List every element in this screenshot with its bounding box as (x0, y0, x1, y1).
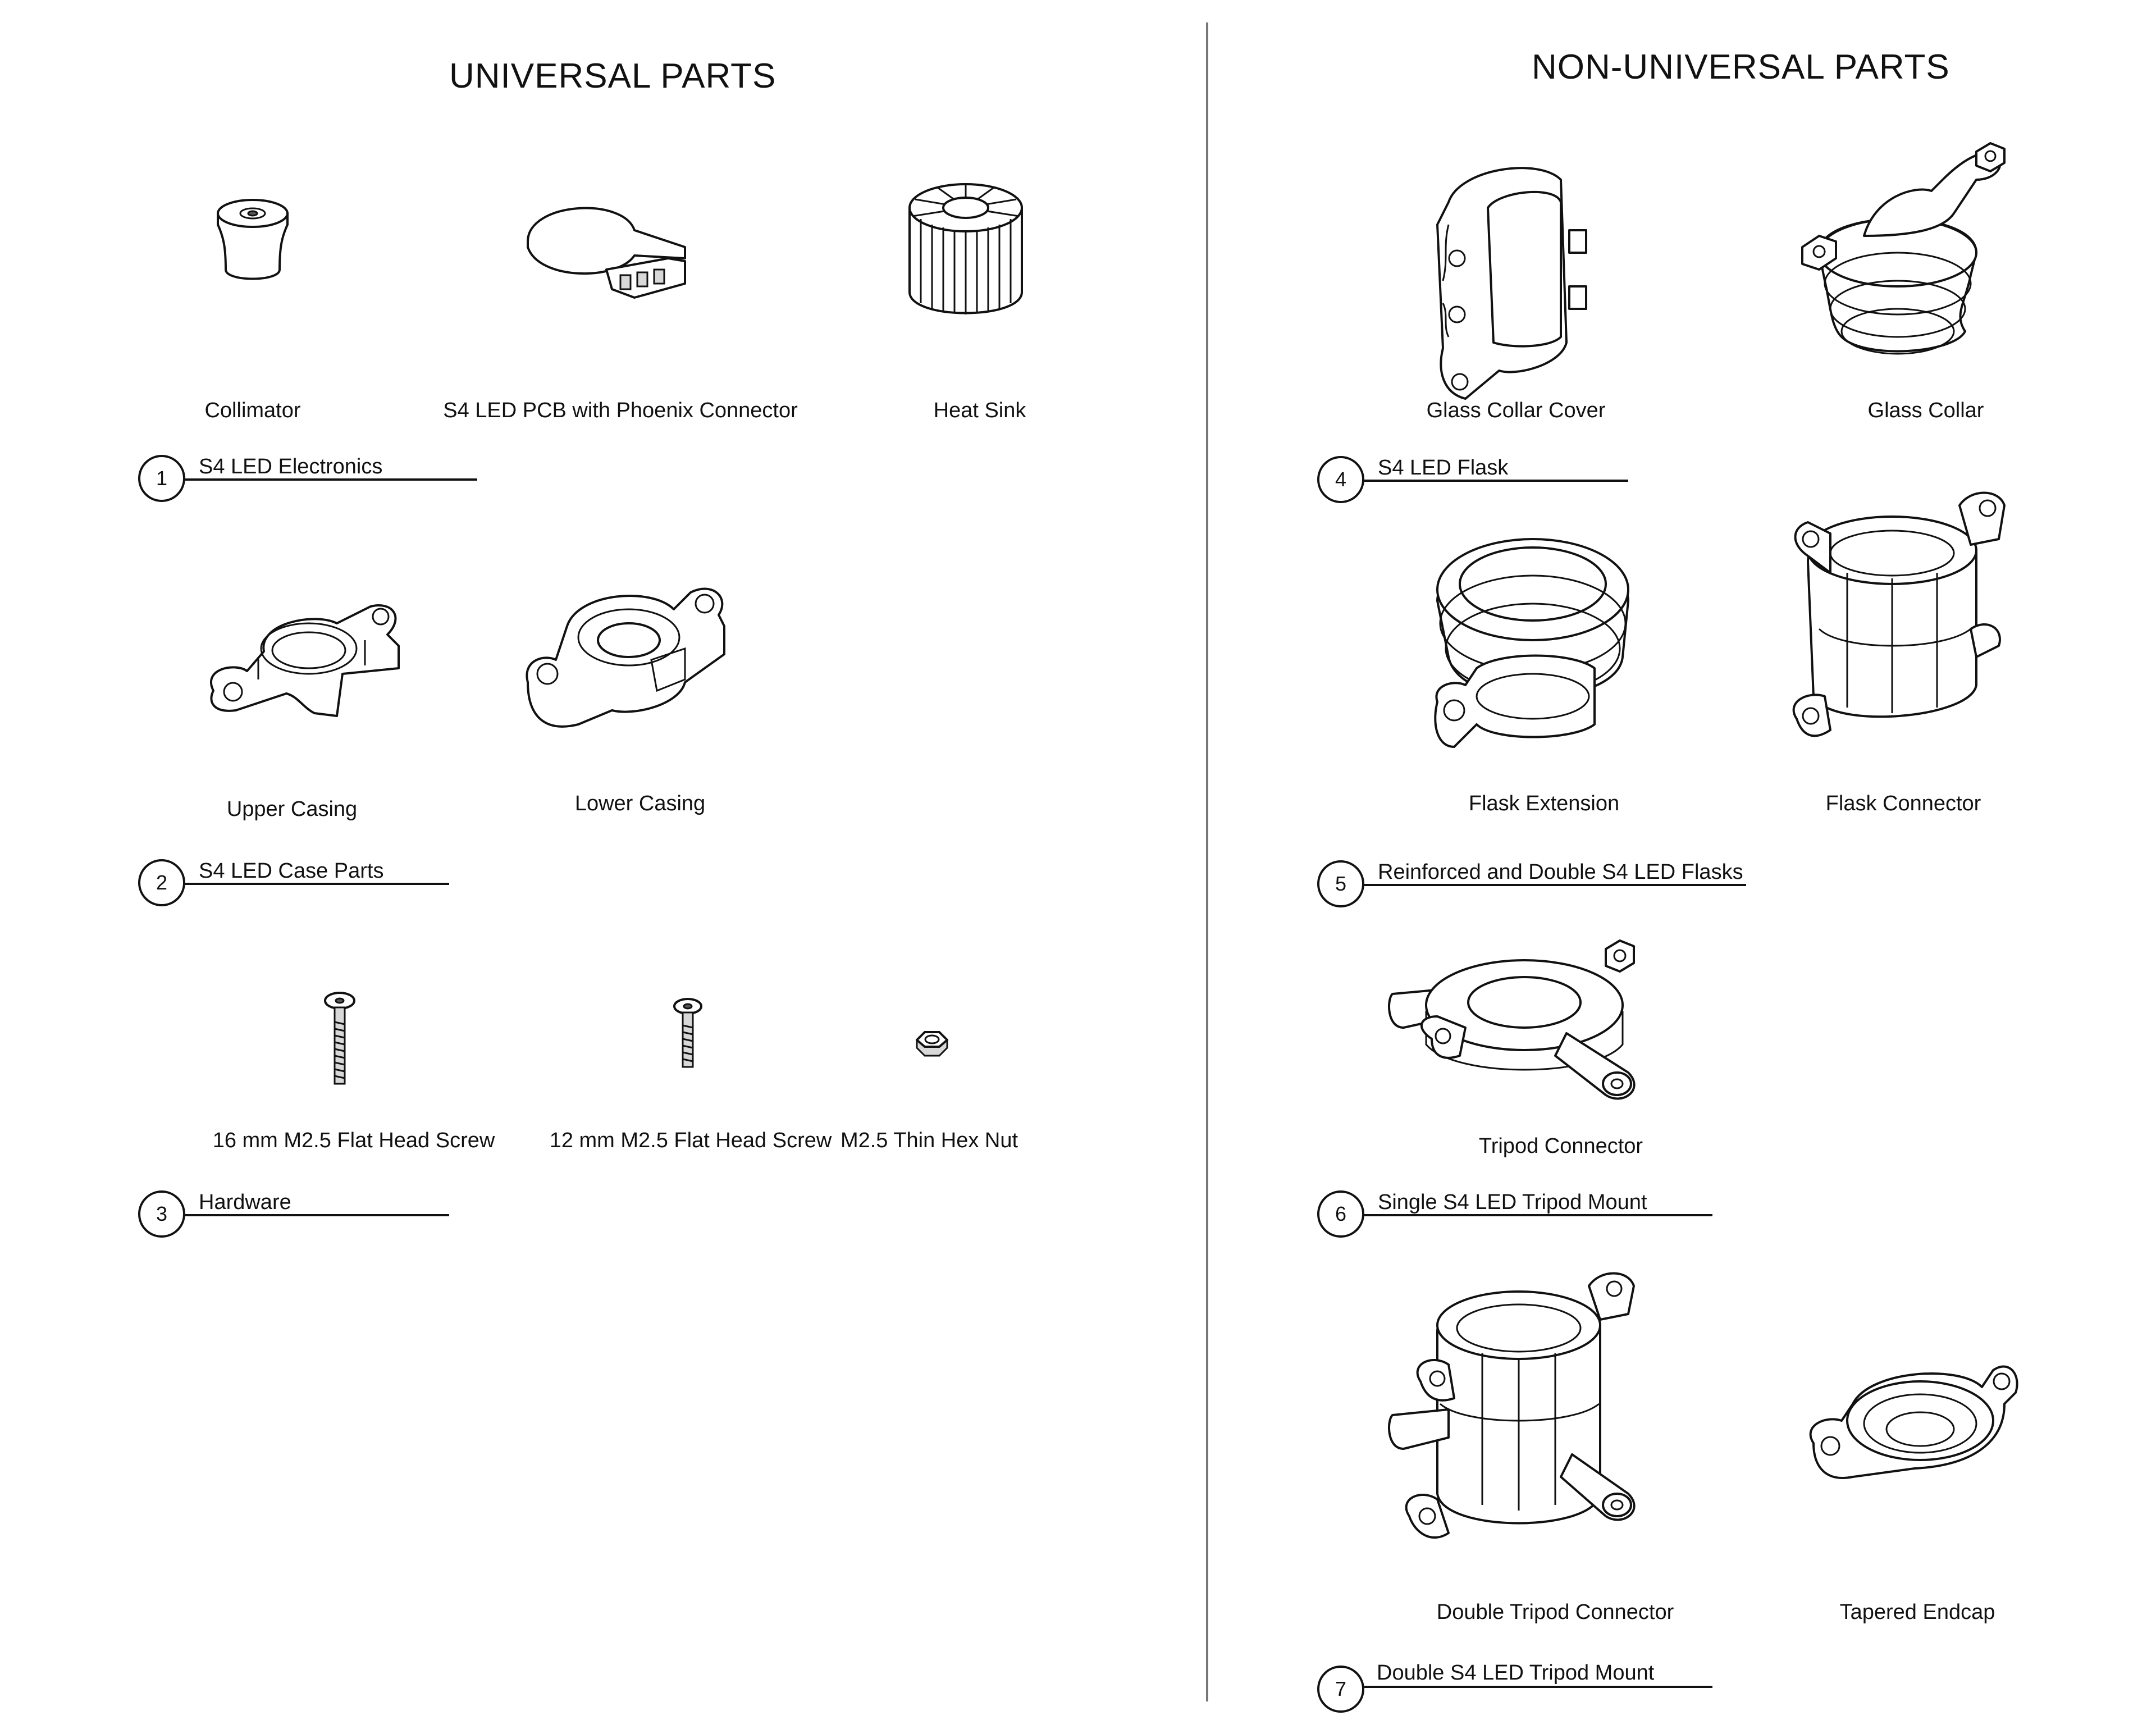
part-label-screw-12mm: 12 mm M2.5 Flat Head Screw (549, 1129, 832, 1152)
part-label-glass-collar-cover: Glass Collar Cover (1426, 399, 1606, 422)
upper-casing-icon (210, 604, 400, 717)
section-number-3: 3 (138, 1190, 185, 1238)
flask-extension-icon (1434, 538, 1629, 748)
section-underline-5 (1364, 884, 1746, 886)
heat-sink-icon (908, 183, 1023, 314)
section-number-1: 1 (138, 455, 185, 502)
part-label-glass-collar: Glass Collar (1867, 399, 1984, 422)
part-label-tapered-endcap: Tapered Endcap (1839, 1600, 1995, 1624)
part-label-hex-nut: M2.5 Thin Hex Nut (840, 1129, 1018, 1152)
non-universal-parts-title: NON-UNIVERSAL PARTS (1532, 48, 1950, 86)
glass-collar-cover-icon (1436, 167, 1587, 400)
hex-nut-icon (916, 1031, 948, 1057)
part-label-collimator: Collimator (204, 399, 301, 422)
part-label-flask-extension: Flask Extension (1468, 792, 1620, 815)
section-number-7: 7 (1317, 1666, 1364, 1713)
pcb-icon (527, 207, 686, 299)
part-label-double-tripod-connector: Double Tripod Connector (1436, 1600, 1674, 1624)
section-title-2: S4 LED Case Parts (199, 859, 384, 883)
universal-parts-title: UNIVERSAL PARTS (449, 57, 776, 95)
tapered-endcap-icon (1809, 1365, 2018, 1479)
part-label-pcb: S4 LED PCB with Phoenix Connector (443, 399, 798, 422)
lower-casing-icon (526, 587, 725, 728)
section-title-4: S4 LED Flask (1378, 456, 1509, 480)
section-underline-1 (185, 478, 477, 481)
column-divider (1206, 22, 1208, 1701)
part-label-upper-casing: Upper Casing (226, 797, 358, 821)
section-underline-2 (185, 883, 449, 885)
section-title-6: Single S4 LED Tripod Mount (1378, 1190, 1647, 1214)
tripod-connector-icon (1388, 939, 1636, 1100)
section-number-5: 5 (1317, 860, 1364, 907)
section-number-4: 4 (1317, 456, 1364, 503)
section-title-1: S4 LED Electronics (199, 455, 383, 478)
part-label-tripod-connector: Tripod Connector (1478, 1134, 1643, 1158)
part-label-lower-casing: Lower Casing (574, 792, 706, 815)
part-label-heat-sink: Heat Sink (933, 399, 1026, 422)
glass-collar-icon (1801, 142, 2006, 355)
section-underline-4 (1364, 480, 1628, 482)
screw-12mm-icon (673, 998, 702, 1068)
flask-connector-icon (1792, 491, 2006, 737)
section-number-2: 2 (138, 859, 185, 906)
double-tripod-connector-icon (1388, 1272, 1636, 1539)
screw-16mm-icon (324, 992, 355, 1085)
section-title-7: Double S4 LED Tripod Mount (1377, 1661, 1655, 1685)
section-underline-7 (1364, 1686, 1712, 1688)
part-label-screw-16mm: 16 mm M2.5 Flat Head Screw (212, 1129, 495, 1152)
section-underline-3 (185, 1214, 449, 1216)
section-number-6: 6 (1317, 1190, 1364, 1238)
section-title-3: Hardware (199, 1190, 291, 1214)
section-title-5: Reinforced and Double S4 LED Flasks (1378, 860, 1743, 884)
section-underline-6 (1364, 1214, 1712, 1216)
part-label-flask-connector: Flask Connector (1825, 792, 1981, 815)
collimator-icon (217, 199, 289, 280)
